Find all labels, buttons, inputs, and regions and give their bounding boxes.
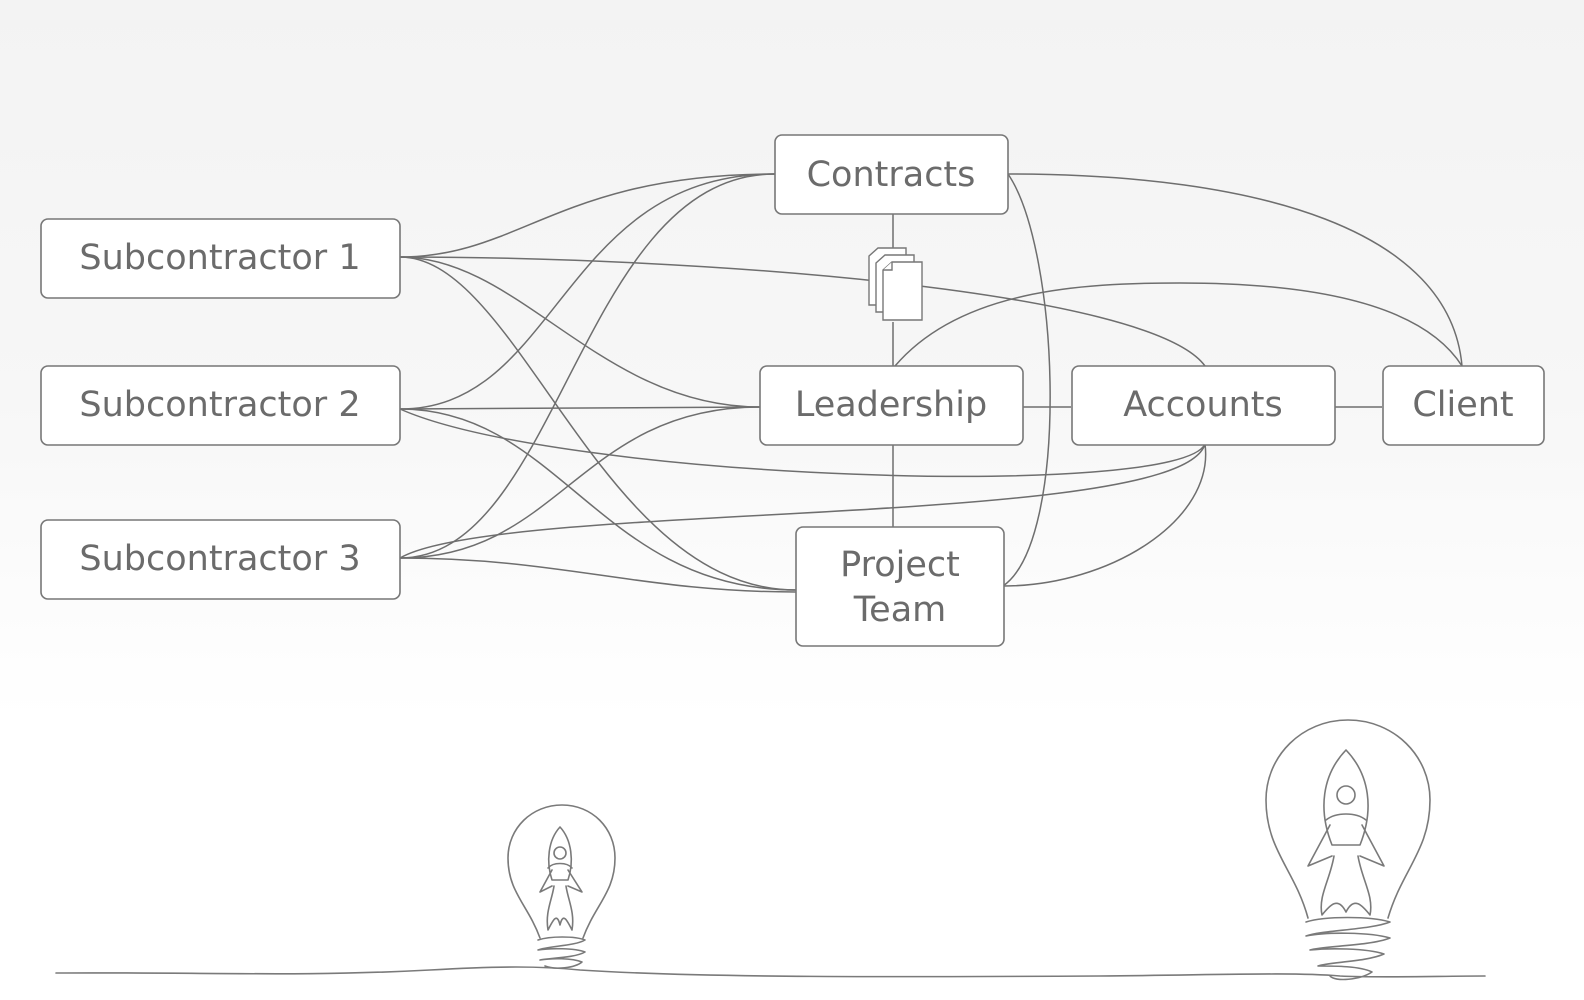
node-client: Client <box>1382 365 1545 446</box>
node-project-team-label-line1: Project <box>840 545 960 585</box>
node-subcontractor-3: Subcontractor 3 <box>40 519 401 600</box>
node-subcontractor-2-label: Subcontractor 2 <box>79 385 360 425</box>
ground-line <box>55 966 1486 978</box>
edge-sub1-contracts <box>399 173 776 258</box>
node-project-team-label-line2: Team <box>853 590 947 630</box>
node-accounts: Accounts <box>1071 365 1336 446</box>
node-subcontractor-1: Subcontractor 1 <box>40 218 401 299</box>
edge-leadership-client <box>894 282 1463 367</box>
edge-sub3-contracts <box>399 173 776 559</box>
edge-sub2-contracts <box>399 173 776 410</box>
edge-sub1-accounts <box>399 256 1206 367</box>
edge-sub2-project-team <box>399 408 797 591</box>
node-subcontractor-3-label: Subcontractor 3 <box>79 539 360 579</box>
edge-sub3-accounts <box>399 443 1206 559</box>
edge-sub2-leadership <box>399 406 761 410</box>
node-project-team: Project Team <box>795 526 1005 647</box>
edge-contracts-client <box>1007 173 1463 367</box>
node-leadership: Leadership <box>759 365 1024 446</box>
documents-icon <box>868 247 923 321</box>
edge-sub3-project-team <box>399 557 797 593</box>
edge-accounts-project-team <box>1002 443 1207 587</box>
edge-sub1-project-team <box>399 256 797 591</box>
node-leadership-label: Leadership <box>795 385 987 425</box>
lightbulb-rocket-icon-large <box>1265 719 1431 981</box>
node-contracts-label: Contracts <box>807 155 976 195</box>
edge-sub2-accounts <box>399 408 1206 478</box>
edge-sub1-leadership <box>399 256 761 408</box>
node-subcontractor-2: Subcontractor 2 <box>40 365 401 446</box>
node-contracts: Contracts <box>774 134 1009 215</box>
node-subcontractor-1-label: Subcontractor 1 <box>79 238 360 278</box>
edge-sub3-leadership <box>399 406 761 559</box>
edge-contracts-project-team <box>1002 173 1051 587</box>
node-accounts-label: Accounts <box>1123 385 1283 425</box>
lightbulb-rocket-icon-small <box>507 804 616 969</box>
node-client-label: Client <box>1412 385 1513 425</box>
